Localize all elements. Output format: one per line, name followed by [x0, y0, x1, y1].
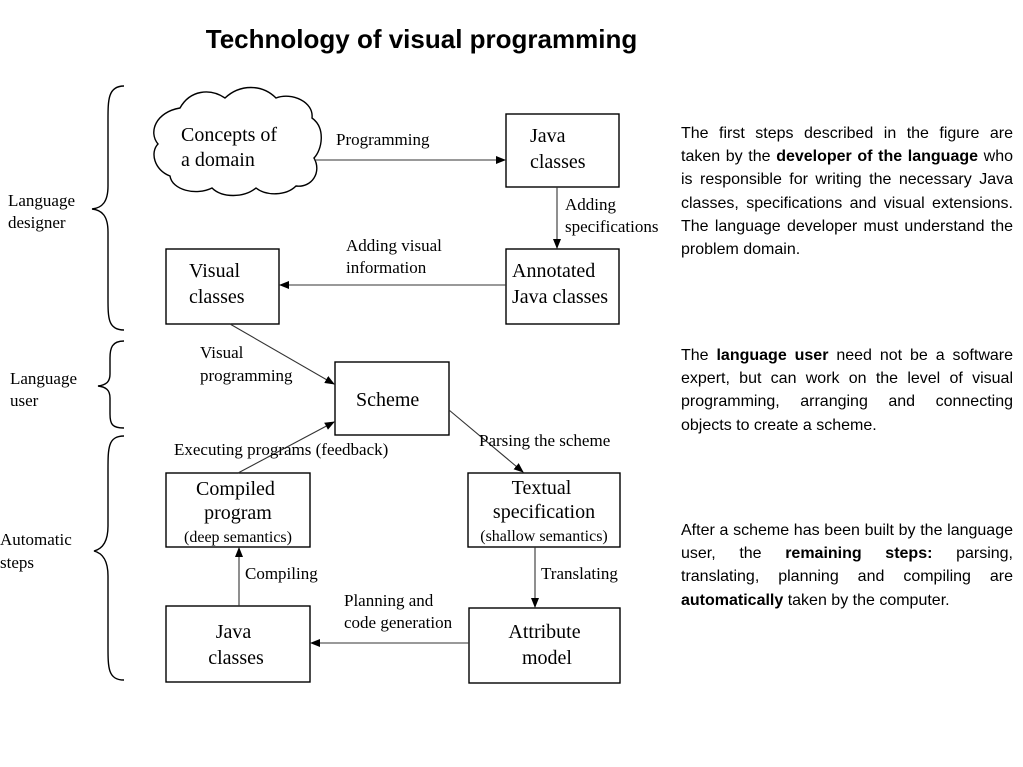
slide-title: Technology of visual programming	[205, 24, 638, 54]
node-compiled-program-semantics: (deep semantics)	[184, 529, 292, 546]
node-scheme	[334, 361, 450, 436]
node-textual-specification-semantics: (shallow semantics)	[480, 528, 608, 545]
node-concepts-of-a-domain-cloud	[153, 86, 322, 197]
edge-label-adding-visual-information: Adding visual information	[346, 236, 446, 277]
edge-parsing-the-scheme	[448, 409, 524, 473]
paragraph-language-user: The language user need not be a software…	[681, 347, 1013, 434]
node-compiled-program-label: Compiled program	[196, 478, 280, 524]
edge-label-compiling: Compiling	[245, 564, 318, 583]
node-attribute-model-label: Attribute model	[508, 621, 585, 669]
group-label-language-designer: Language designer	[8, 191, 79, 232]
group-label-language-user: Language user	[10, 369, 81, 410]
edge-visual-programming	[229, 323, 335, 385]
brace-language-user	[97, 340, 125, 429]
node-java-classes-top	[505, 113, 620, 188]
edge-label-programming: Programming	[336, 130, 430, 149]
brace-language-designer	[91, 85, 125, 331]
node-annotated-java-classes-label: Annotated Java classes	[512, 260, 608, 308]
node-attribute-model	[468, 607, 621, 684]
node-concepts-of-a-domain-label: Concepts of a domain	[181, 124, 282, 171]
edge-executing-programs	[237, 421, 335, 474]
edge-label-adding-specifications: Adding specifications	[565, 195, 658, 236]
node-annotated-java-classes	[505, 248, 620, 325]
paragraph-language-developer: The first steps described in the figure …	[681, 125, 1013, 259]
node-scheme-label: Scheme	[356, 389, 419, 411]
node-textual-specification	[467, 472, 621, 548]
paragraph-automatic-steps: After a scheme has been built by the lan…	[681, 522, 1013, 609]
edge-label-parsing-the-scheme: Parsing the scheme	[479, 431, 610, 450]
brace-automatic-steps	[93, 435, 125, 681]
node-java-classes-bottom-label: Java classes	[208, 621, 264, 669]
node-java-classes-top-label: Java classes	[530, 125, 586, 173]
node-visual-classes	[165, 248, 280, 325]
edge-label-planning-and-code-generation: Planning and code generation	[344, 591, 453, 632]
edge-label-executing-programs: Executing programs (feedback)	[174, 440, 388, 459]
edge-label-translating: Translating	[541, 564, 618, 583]
group-label-automatic-steps: Automatic steps	[0, 530, 76, 572]
node-java-classes-bottom	[165, 605, 311, 683]
node-visual-classes-label: Visual classes	[189, 260, 245, 308]
edge-label-visual-programming: Visual programming	[200, 343, 293, 385]
visual-programming-diagram: Language designer Language user Automati…	[0, 85, 658, 684]
node-textual-specification-label: Textual specification	[493, 477, 595, 523]
node-compiled-program	[165, 472, 311, 548]
